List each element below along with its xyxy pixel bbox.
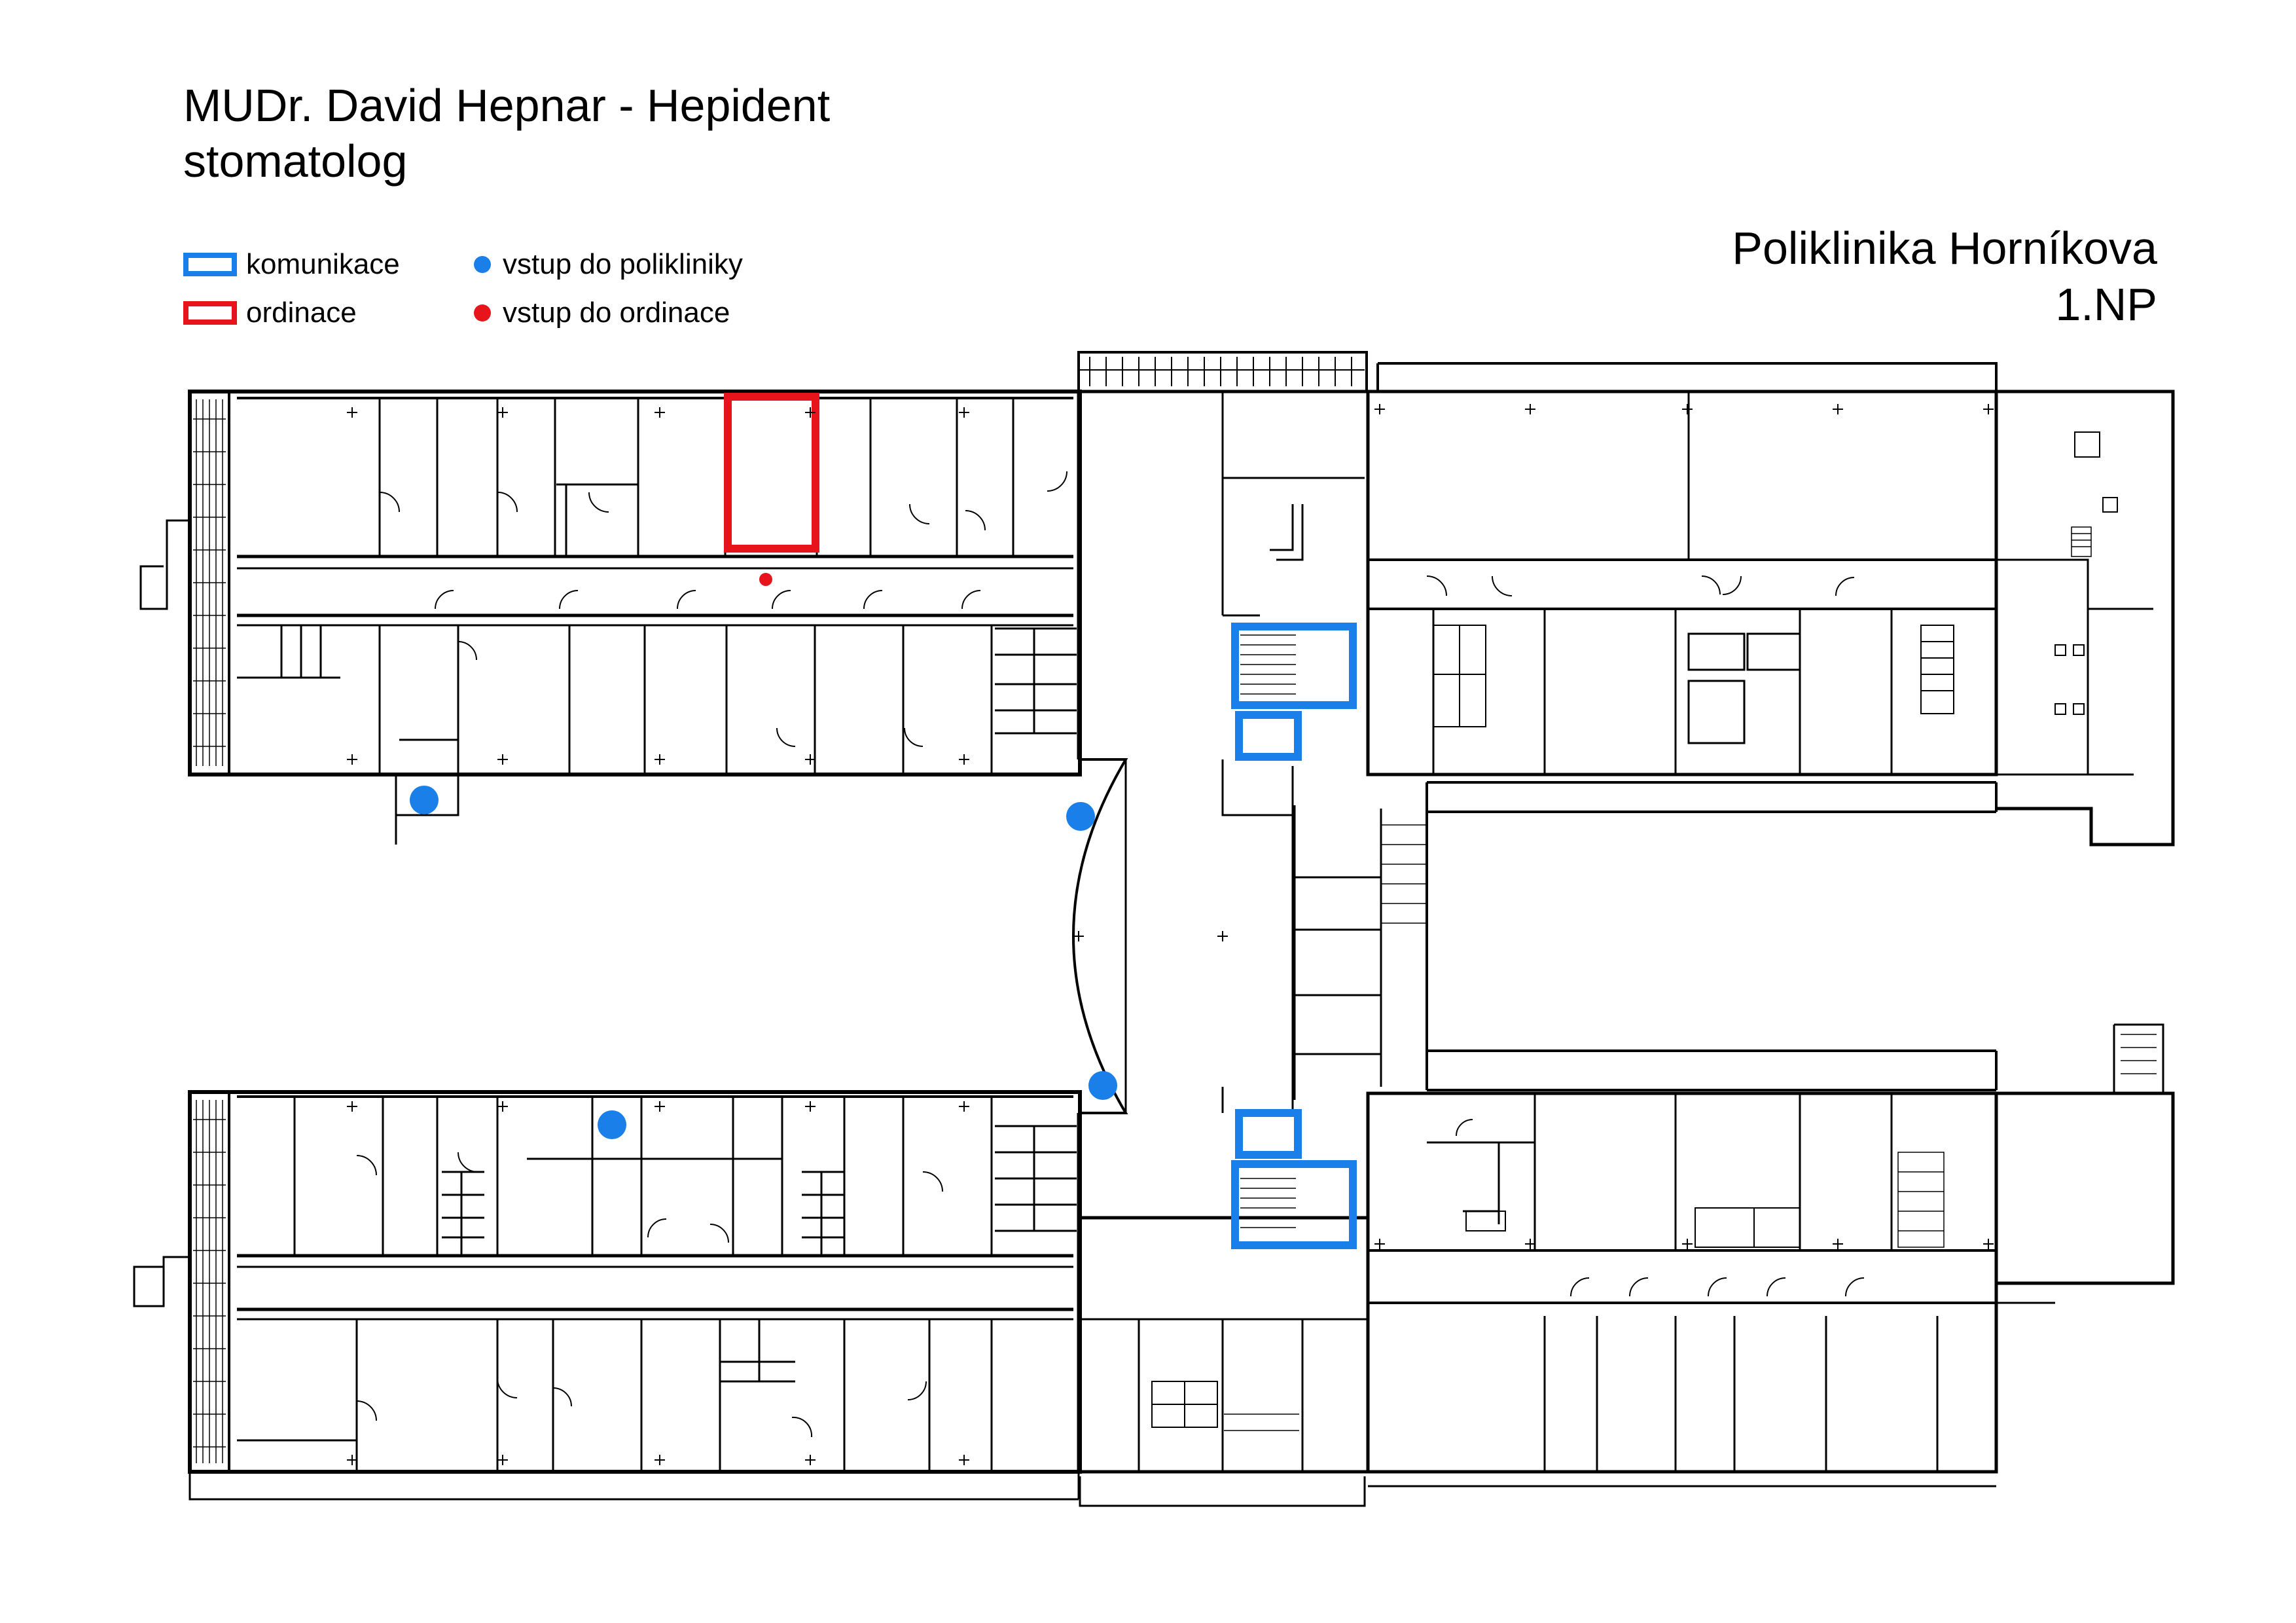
- page-title: MUDr. David Hepnar - Hepident: [183, 80, 831, 131]
- office-entrance-dot: [759, 573, 772, 586]
- south-wing: [133, 1090, 1082, 1501]
- floor-label: 1.NP: [2055, 279, 2157, 330]
- communication-areas: [1231, 623, 1357, 1249]
- east-north-wing: [1366, 362, 2175, 847]
- red-dot-icon: [474, 304, 491, 321]
- legend-office: ordinace: [183, 296, 357, 330]
- courtyard-wing: [1426, 781, 1998, 1091]
- clinic-entrance-dot: [598, 1110, 626, 1139]
- legend-office-label: ordinace: [246, 297, 357, 329]
- office-room: [724, 393, 819, 553]
- legend-communication: komunikace: [183, 247, 400, 282]
- clinic-entrance-dot: [1066, 802, 1095, 831]
- central-south: [1077, 1218, 1370, 1507]
- east-south-wing: [1366, 1023, 2175, 1487]
- building-name: Poliklinika Horníkova: [1732, 223, 2157, 274]
- legend-clinic-entrance-label: vstup do polikliniky: [503, 248, 743, 280]
- red-box-icon: [183, 301, 237, 325]
- legend-clinic-entrance: vstup do polikliniky: [474, 247, 743, 282]
- north-wing: [139, 390, 1082, 845]
- pillars: [347, 404, 1994, 1465]
- legend-communication-label: komunikace: [246, 248, 400, 280]
- clinic-entrance-dot: [410, 786, 439, 814]
- clinic-entrance-dot: [1088, 1071, 1117, 1100]
- central-hall: [1066, 351, 1427, 1249]
- blue-dot-icon: [474, 256, 491, 273]
- legend-office-entrance: vstup do ordinace: [474, 296, 730, 330]
- blue-box-icon: [183, 253, 237, 276]
- page-subtitle: stomatolog: [183, 136, 408, 187]
- legend-office-entrance-label: vstup do ordinace: [503, 297, 730, 329]
